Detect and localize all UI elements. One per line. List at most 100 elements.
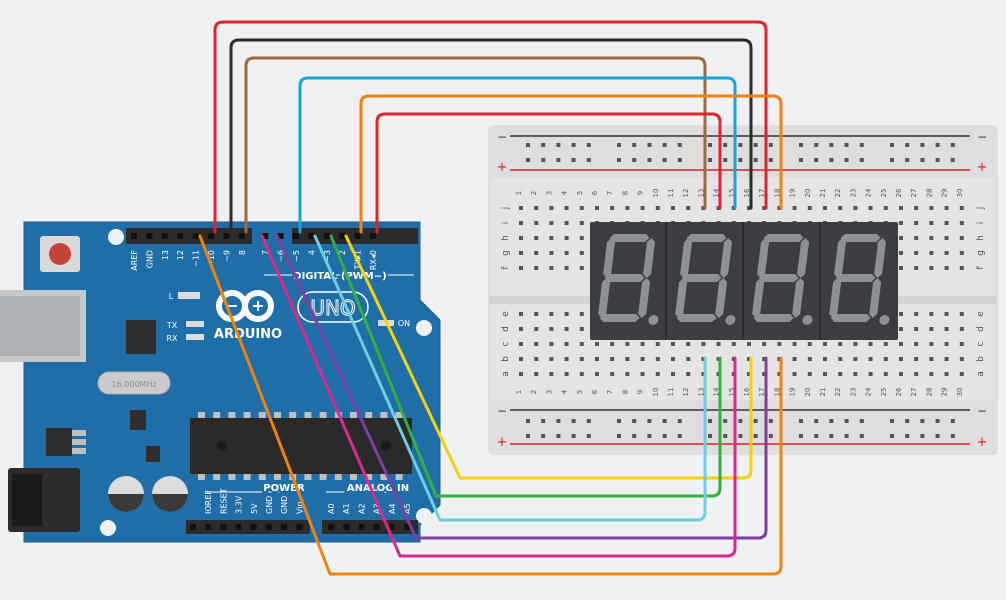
- breadboard-hole[interactable]: [792, 372, 797, 376]
- breadboard-hole[interactable]: [929, 342, 934, 346]
- breadboard-hole[interactable]: [914, 221, 919, 225]
- breadboard-hole[interactable]: [929, 357, 934, 361]
- breadboard-hole[interactable]: [519, 357, 523, 361]
- rail-hole[interactable]: [617, 143, 621, 147]
- rail-hole[interactable]: [753, 143, 758, 147]
- breadboard-hole[interactable]: [640, 342, 645, 346]
- breadboard-hole[interactable]: [899, 236, 903, 240]
- rail-hole[interactable]: [723, 143, 728, 147]
- breadboard-hole[interactable]: [747, 357, 751, 361]
- rail-hole[interactable]: [768, 419, 773, 423]
- breadboard-hole[interactable]: [929, 206, 934, 210]
- rail-hole[interactable]: [950, 143, 955, 147]
- breadboard-hole[interactable]: [519, 372, 523, 376]
- breadboard-hole[interactable]: [564, 372, 569, 376]
- breadboard-hole[interactable]: [823, 342, 827, 346]
- breadboard-hole[interactable]: [549, 221, 554, 225]
- rail-hole[interactable]: [753, 419, 758, 423]
- header-pin[interactable]: [373, 524, 380, 530]
- header-pin[interactable]: [177, 233, 184, 239]
- breadboard-hole[interactable]: [899, 357, 903, 361]
- rail-hole[interactable]: [890, 158, 894, 162]
- rail-hole[interactable]: [935, 434, 940, 438]
- rail-hole[interactable]: [632, 434, 637, 438]
- rail-hole[interactable]: [844, 419, 849, 423]
- header-pin[interactable]: [339, 233, 346, 239]
- breadboard-hole[interactable]: [899, 327, 903, 331]
- breadboard-hole[interactable]: [534, 357, 539, 361]
- header-pin[interactable]: [388, 524, 395, 530]
- breadboard-hole[interactable]: [792, 206, 797, 210]
- rail-hole[interactable]: [617, 434, 621, 438]
- breadboard-hole[interactable]: [564, 221, 569, 225]
- wire-orange-pin3[interactable]: [359, 94, 783, 234]
- breadboard-hole[interactable]: [762, 342, 767, 346]
- breadboard-hole[interactable]: [944, 251, 949, 255]
- rail-hole[interactable]: [920, 434, 925, 438]
- rail-hole[interactable]: [632, 143, 637, 147]
- breadboard-hole[interactable]: [853, 357, 858, 361]
- breadboard-hole[interactable]: [929, 251, 934, 255]
- breadboard-hole[interactable]: [579, 357, 584, 361]
- breadboard-hole[interactable]: [534, 221, 539, 225]
- header-pin[interactable]: [308, 233, 315, 239]
- rail-hole[interactable]: [677, 158, 682, 162]
- breadboard-hole[interactable]: [899, 342, 903, 346]
- header-pin[interactable]: [358, 524, 365, 530]
- rail-hole[interactable]: [768, 143, 773, 147]
- breadboard-hole[interactable]: [807, 372, 812, 376]
- breadboard-hole[interactable]: [579, 266, 584, 270]
- breadboard-hole[interactable]: [883, 372, 888, 376]
- breadboard-hole[interactable]: [914, 357, 919, 361]
- breadboard-hole[interactable]: [701, 372, 706, 376]
- breadboard-hole[interactable]: [534, 327, 539, 331]
- rail-hole[interactable]: [859, 158, 864, 162]
- breadboard-hole[interactable]: [534, 312, 539, 316]
- rail-hole[interactable]: [905, 143, 910, 147]
- breadboard-hole[interactable]: [549, 251, 554, 255]
- rail-hole[interactable]: [905, 419, 910, 423]
- breadboard-hole[interactable]: [549, 236, 554, 240]
- rail-hole[interactable]: [526, 158, 530, 162]
- wire-yellow-pin4[interactable]: [344, 234, 753, 480]
- breadboard-hole[interactable]: [853, 206, 858, 210]
- breadboard-hole[interactable]: [579, 206, 584, 210]
- breadboard-hole[interactable]: [959, 236, 964, 240]
- breadboard-hole[interactable]: [959, 206, 964, 210]
- breadboard-hole[interactable]: [792, 342, 797, 346]
- breadboard-hole[interactable]: [868, 372, 873, 376]
- rail-hole[interactable]: [586, 158, 591, 162]
- power-analog-header[interactable]: [186, 520, 418, 534]
- breadboard-hole[interactable]: [686, 372, 691, 376]
- rail-hole[interactable]: [814, 143, 819, 147]
- breadboard-hole[interactable]: [853, 342, 858, 346]
- breadboard-hole[interactable]: [944, 357, 949, 361]
- breadboard-hole[interactable]: [944, 327, 949, 331]
- breadboard-hole[interactable]: [914, 327, 919, 331]
- wire-black-pin11[interactable]: [229, 38, 753, 234]
- breadboard-hole[interactable]: [899, 206, 903, 210]
- breadboard-hole[interactable]: [944, 342, 949, 346]
- header-pin[interactable]: [266, 524, 272, 530]
- breadboard-hole[interactable]: [899, 266, 903, 270]
- rail-hole[interactable]: [859, 143, 864, 147]
- breadboard-hole[interactable]: [625, 372, 630, 376]
- breadboard-hole[interactable]: [595, 357, 599, 361]
- rail-hole[interactable]: [799, 434, 803, 438]
- breadboard-hole[interactable]: [534, 342, 539, 346]
- breadboard-hole[interactable]: [883, 206, 888, 210]
- rail-hole[interactable]: [708, 158, 712, 162]
- header-pin[interactable]: [235, 524, 242, 530]
- rail-hole[interactable]: [844, 158, 849, 162]
- rail-hole[interactable]: [920, 143, 925, 147]
- rail-hole[interactable]: [541, 158, 546, 162]
- breadboard-hole[interactable]: [747, 206, 751, 210]
- rail-hole[interactable]: [662, 419, 667, 423]
- breadboard-hole[interactable]: [959, 372, 964, 376]
- rail-hole[interactable]: [738, 158, 743, 162]
- breadboard-hole[interactable]: [640, 206, 645, 210]
- breadboard-hole[interactable]: [595, 206, 599, 210]
- breadboard-hole[interactable]: [534, 206, 539, 210]
- rail-hole[interactable]: [708, 419, 712, 423]
- breadboard-hole[interactable]: [944, 312, 949, 316]
